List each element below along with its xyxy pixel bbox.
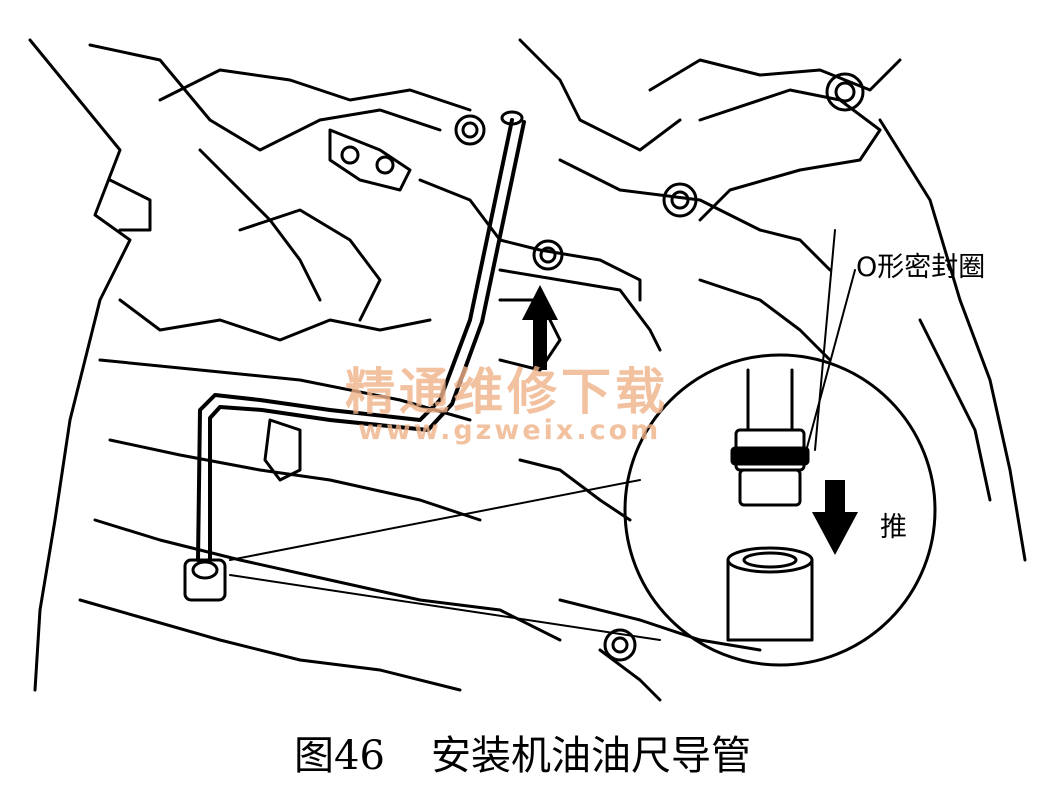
arrow-down-icon bbox=[812, 480, 858, 555]
engine-block bbox=[28, 38, 1027, 702]
push-label: 推 bbox=[880, 512, 907, 543]
callout-lines bbox=[229, 479, 661, 641]
oring-label: O形密封圈 bbox=[856, 252, 986, 283]
detail-circle bbox=[623, 229, 937, 667]
dipstick-guide-tube bbox=[183, 110, 526, 602]
figure-title: 安装机油油尺导管 bbox=[430, 733, 751, 779]
figure-number: 图46 bbox=[294, 733, 385, 779]
watermark-text: 精通维修下载 bbox=[345, 363, 669, 421]
figure-caption: 图46 安装机油油尺导管 bbox=[0, 723, 1045, 781]
watermark-url: www.gzweix.com bbox=[358, 415, 662, 446]
bolts bbox=[340, 72, 865, 662]
arrow-up-icon bbox=[522, 285, 558, 370]
